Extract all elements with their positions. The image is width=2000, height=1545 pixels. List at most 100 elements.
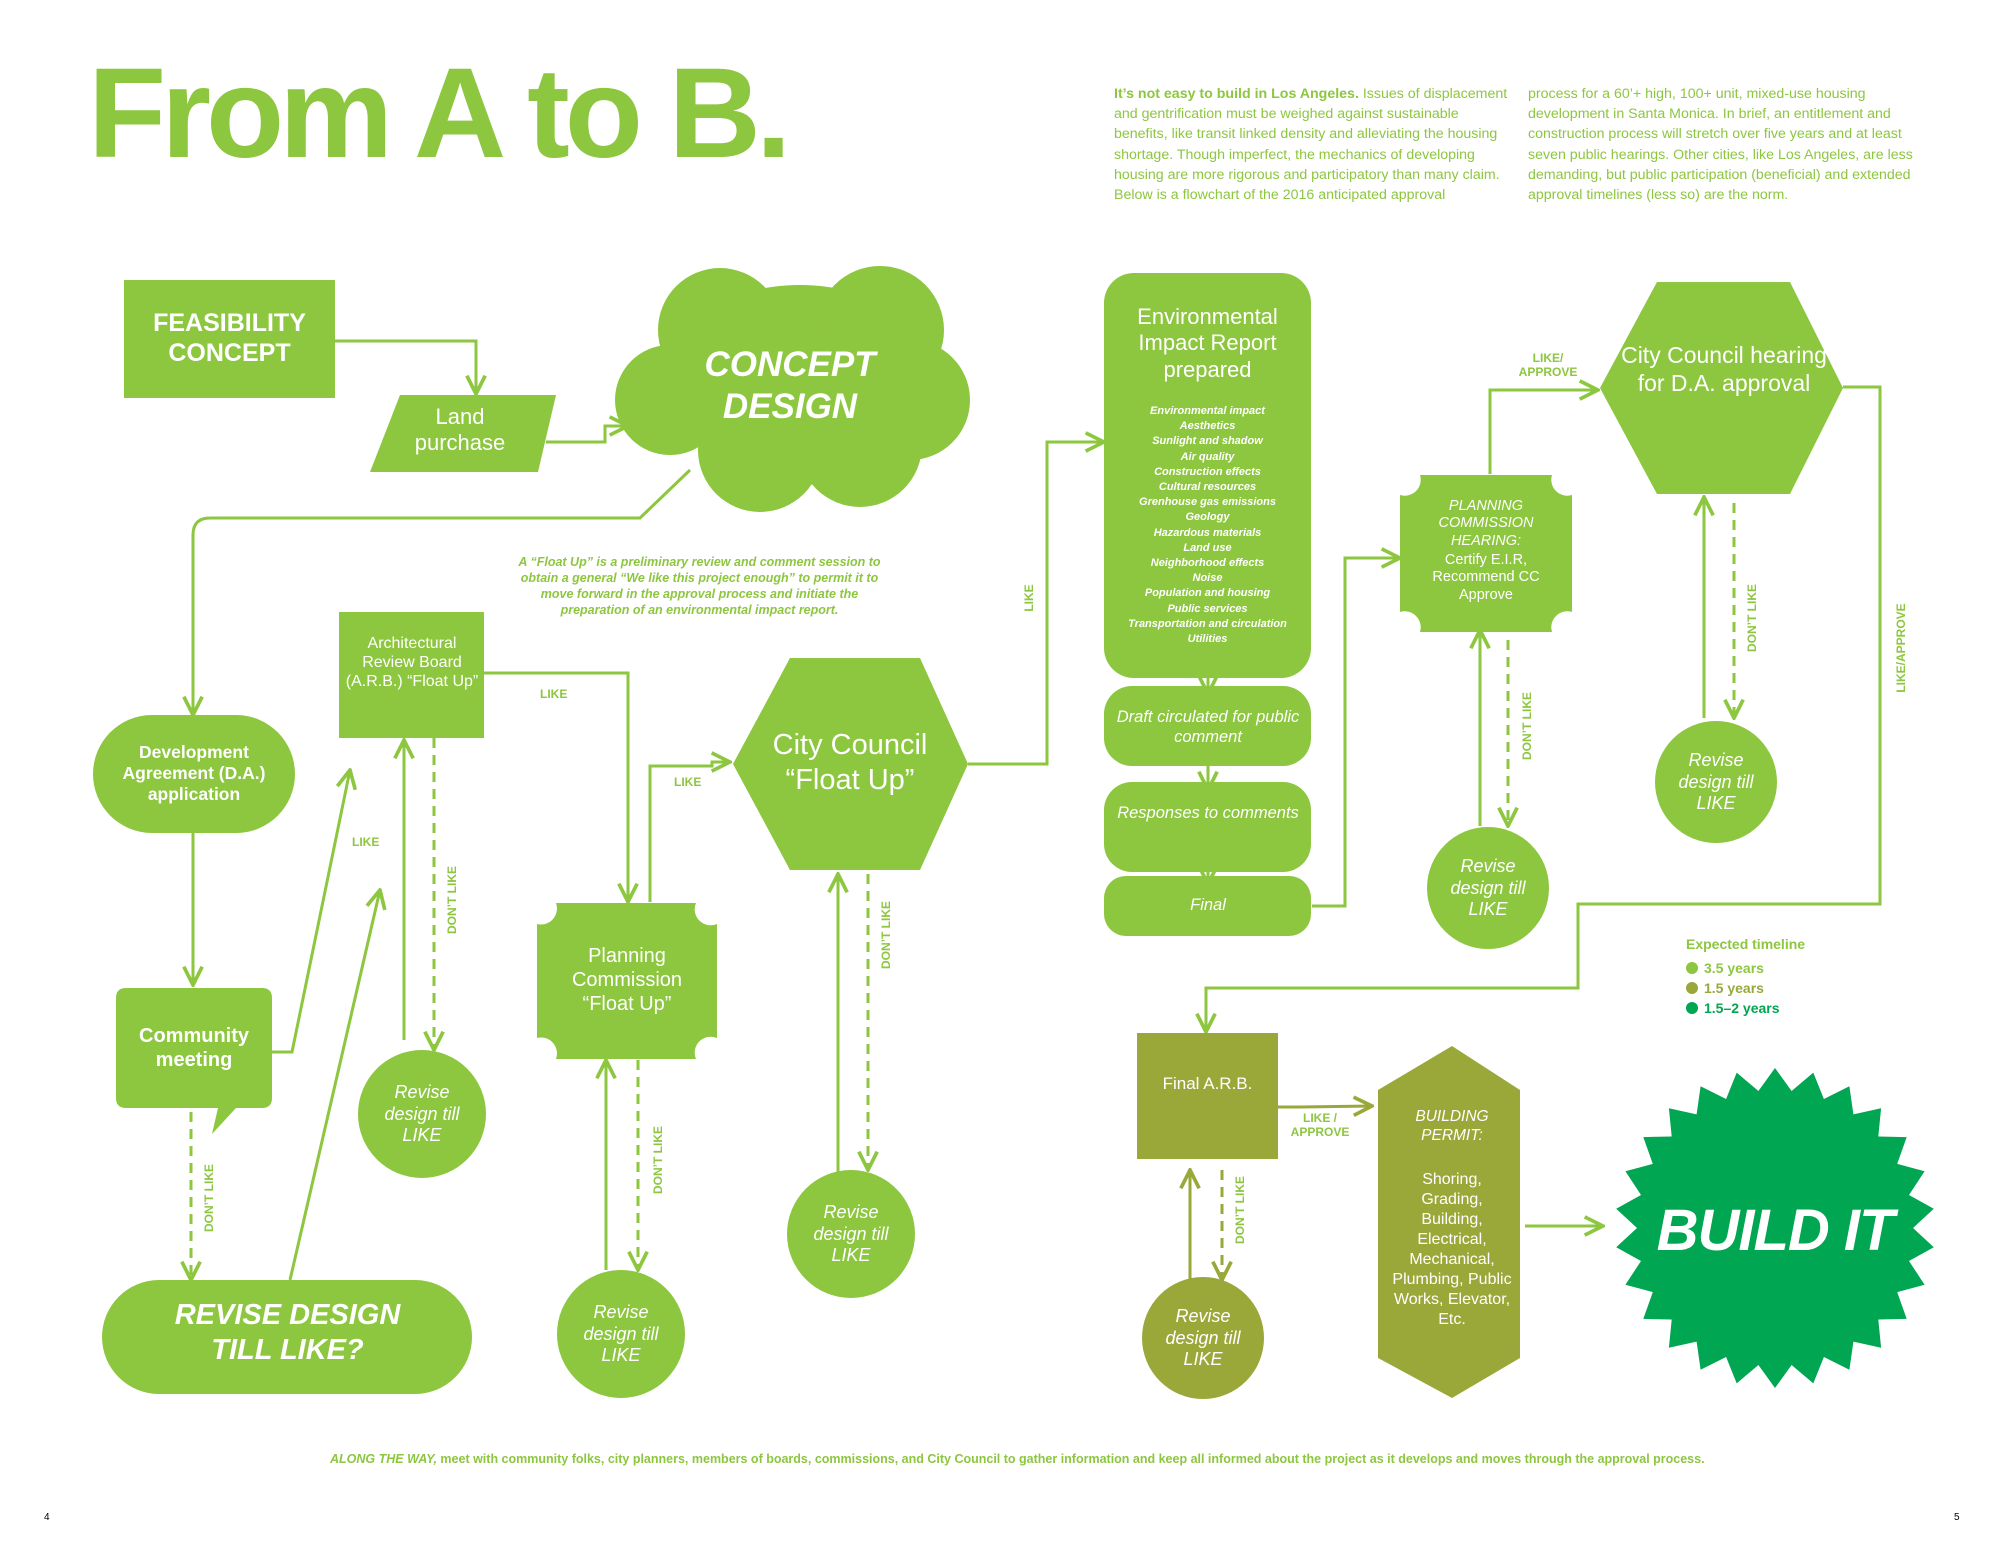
arrow-arb-pc [484, 671, 628, 902]
permit-title: BUILDING PERMIT: [1415, 1108, 1489, 1144]
final-eir-box [1104, 876, 1311, 936]
final-eir-label: Final [1190, 896, 1226, 914]
revise-label-pc: Revise design till LIKE [569, 1302, 673, 1367]
eir-item: Land use [1183, 541, 1232, 554]
pc-float-label: Planning Commission “Float Up” [571, 945, 683, 1015]
edge-label-pc-like: LIKE [674, 775, 702, 789]
permit-shape [1378, 1046, 1520, 1398]
footer-note: ALONG THE WAY, meet with community folks… [330, 1452, 1750, 1466]
community-label: Community meeting [139, 1025, 249, 1071]
footer-lead: ALONG THE WAY, [330, 1452, 437, 1466]
legend-item-2: 1.5 years [1686, 980, 1764, 996]
build-it-starburst [1616, 1068, 1934, 1388]
footer-text: meet with community folks, city planners… [436, 1452, 1705, 1466]
legend-title: Expected timeline [1686, 936, 1806, 952]
feasibility-label: FEASIBILITY CONCEPT [153, 309, 306, 367]
intro-lead: It’s not easy to build in Los Angeles. [1114, 86, 1359, 102]
cc-float-hexagon [733, 658, 968, 870]
legend-dot-2 [1686, 982, 1698, 994]
intro-column-1: It’s not easy to build in Los Angeles. I… [1114, 84, 1514, 205]
pc-hearing-shape [1400, 475, 1572, 632]
arrow-pc-cc [648, 762, 730, 902]
revise-label-pc-text: Revise design till LIKE [583, 1302, 659, 1366]
legend-item-1: 3.5 years [1686, 960, 1764, 976]
concept-cloud [615, 266, 970, 512]
pc-float-shape [537, 903, 717, 1059]
arrow-pc-cchearing [1488, 390, 1598, 474]
responses-label: Responses to comments [1117, 804, 1299, 822]
revise-label-cc: Revise design till LIKE [799, 1202, 903, 1267]
revise-label-finalarb-text: Revise design till LIKE [1165, 1306, 1241, 1370]
eir-item: Construction effects [1154, 465, 1261, 478]
revise-circle-arb [358, 1050, 486, 1178]
eir-item: Grenhouse gas emissions [1139, 496, 1276, 509]
legend-item-2-label: 1.5 years [1704, 980, 1764, 996]
final-arb-box [1137, 1033, 1278, 1159]
revise-circle-finalarb [1142, 1277, 1264, 1399]
revise-label-pch-text: Revise design till LIKE [1450, 856, 1526, 920]
intro-column-2: process for a 60’+ high, 100+ unit, mixe… [1528, 86, 1913, 204]
eir-item: Transportation and circulation [1128, 617, 1287, 630]
revise-circle-cch [1655, 721, 1777, 843]
revise-circle-cc [787, 1170, 915, 1298]
cc-float-label: City Council “Float Up” [772, 729, 928, 796]
revise-label-finalarb: Revise design till LIKE [1151, 1306, 1255, 1371]
eir-item: Neighborhood effects [1150, 557, 1265, 570]
feasibility-box [124, 280, 335, 398]
edge-label-pch-dontlike: DON’T LIKE [1520, 692, 1534, 760]
edge-label-cc-dontlike: DON’T LIKE [879, 901, 893, 969]
revise-big-pill [102, 1280, 472, 1394]
eir-item: Cultural resources [1158, 481, 1257, 494]
eir-item: Noise [1192, 572, 1223, 585]
revise-circle-pch [1427, 827, 1549, 949]
arb-box [339, 612, 484, 738]
revise-label-arb-text: Revise design till LIKE [384, 1082, 460, 1146]
revise-label-arb: Revise design till LIKE [370, 1082, 474, 1147]
legend-dot-3 [1686, 1002, 1698, 1014]
edge-label-finalarb-dontlike: DON’T LIKE [1233, 1176, 1247, 1244]
revise-big-label: REVISE DESIGN TILL LIKE? [174, 1299, 401, 1366]
arrow-cc-finalarb [1206, 385, 1882, 1032]
intro-col1-text: Issues of displacement and gentrificatio… [1114, 86, 1508, 204]
final-arb-label: Final A.R.B. [1162, 1074, 1253, 1093]
eir-item: Air quality [1180, 450, 1235, 463]
draft-box [1104, 686, 1311, 766]
revise-circle-pc [557, 1270, 685, 1398]
eir-item: Aesthetics [1179, 420, 1236, 433]
legend-dot-1 [1686, 962, 1698, 974]
arrow-revise-arb [288, 890, 380, 1281]
arrow-concept-da [193, 468, 692, 715]
pc-hearing-detail: Certify E.I.R, Recommend CC Approve [1432, 552, 1540, 603]
cc-hearing-label: City Council hearing for D.A. approval [1621, 342, 1827, 396]
float-up-note: A “Float Up” is a preliminary review and… [518, 555, 881, 617]
land-purchase-label: Land purchase [414, 404, 506, 456]
legend-item-3: 1.5–2 years [1686, 1000, 1780, 1016]
edge-label-cch-like-approve: LIKE/APPROVE [1894, 603, 1908, 693]
draft-label: Draft circulated for public comment [1116, 708, 1300, 746]
revise-label-cc-text: Revise design till LIKE [813, 1202, 889, 1266]
eir-item: Hazardous materials [1153, 526, 1262, 539]
community-bubble [116, 988, 272, 1134]
arrow-cc-eir [968, 442, 1104, 766]
permit-items: Shoring, Grading, Building, Electrical, … [1392, 1171, 1512, 1328]
arrow-feasibility-land [335, 339, 476, 394]
edge-label-community-dontlike: DON’T LIKE [202, 1164, 216, 1232]
edge-label-cch-dontlike: DON’T LIKE [1745, 584, 1759, 652]
arrow-land-concept [546, 426, 628, 444]
eir-item: Geology [1185, 511, 1230, 524]
edge-label-pc-dontlike: DON’T LIKE [651, 1126, 665, 1194]
edge-label-cc-like: LIKE [1022, 584, 1036, 612]
arb-label: Architectural Review Board (A.R.B.) “Flo… [345, 635, 479, 691]
page-number-right: 5 [1954, 1512, 1960, 1523]
eir-box [1104, 273, 1311, 678]
arrow-finalarb-permit [1278, 1106, 1372, 1107]
legend-item-1-label: 3.5 years [1704, 960, 1764, 976]
eir-item: Utilities [1187, 633, 1228, 646]
land-purchase-shape [370, 395, 556, 472]
eir-title: Environmental Impact Report prepared [1137, 304, 1278, 382]
da-application-label: Development Agreement (D.A.) application [122, 742, 266, 804]
edge-label-pch-like-approve: LIKE/ APPROVE [1518, 351, 1578, 379]
arrow-final-pchearing [1312, 558, 1400, 908]
